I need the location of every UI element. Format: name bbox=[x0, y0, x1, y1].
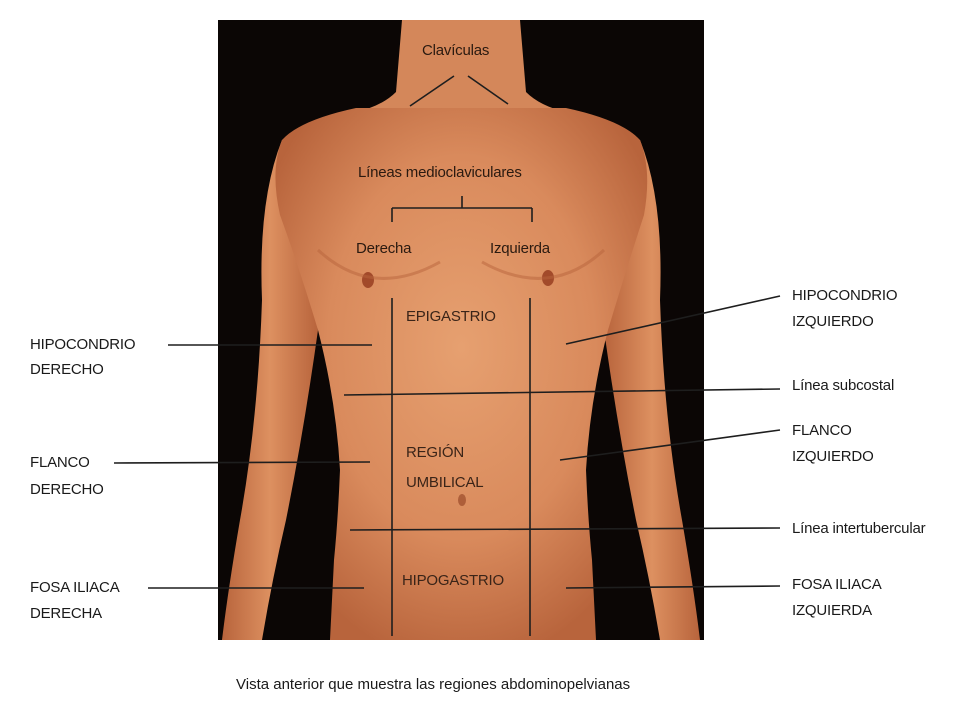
intertubercular-line bbox=[349, 527, 781, 531]
navel bbox=[458, 494, 466, 506]
label-linea-intertubercular: Línea intertubercular bbox=[792, 520, 926, 537]
neck bbox=[356, 20, 566, 112]
pointer-fosa-iliaca-izquierda bbox=[565, 585, 781, 589]
clavicle-pointer-right bbox=[409, 75, 455, 107]
subcostal-line bbox=[343, 388, 781, 396]
label-hipocondrio-derecho-2: DERECHO bbox=[30, 361, 104, 378]
label-fosa-iliaca-derecha-1: FOSA ILIACA bbox=[30, 579, 120, 596]
label-hipocondrio-izquierdo-1: HIPOCONDRIO bbox=[792, 287, 898, 304]
clavicle-pointer-left bbox=[467, 75, 509, 105]
label-fosa-iliaca-izquierda-2: IZQUIERDA bbox=[792, 602, 872, 619]
pointer-hipocondrio-izquierdo bbox=[565, 295, 781, 345]
label-region-umbilical-1: REGIÓN bbox=[406, 444, 464, 461]
label-lineas-medioclaviculares: Líneas medioclaviculares bbox=[358, 164, 522, 181]
label-hipogastrio: HIPOGASTRIO bbox=[402, 572, 504, 589]
label-flanco-derecho-2: DERECHO bbox=[30, 481, 104, 498]
label-flanco-izquierdo-2: IZQUIERDO bbox=[792, 448, 874, 465]
right-arm bbox=[222, 140, 318, 640]
label-hipocondrio-derecho-1: HIPOCONDRIO bbox=[30, 336, 136, 353]
label-derecha: Derecha bbox=[356, 240, 412, 257]
pointer-flanco-izquierdo bbox=[559, 429, 781, 461]
label-linea-subcostal: Línea subcostal bbox=[792, 377, 895, 394]
label-region-umbilical-2: UMBILICAL bbox=[406, 474, 484, 491]
label-hipocondrio-izquierdo-2: IZQUIERDO bbox=[792, 313, 874, 330]
label-flanco-derecho-1: FLANCO bbox=[30, 454, 90, 471]
label-claviculas: Clavículas bbox=[422, 42, 490, 59]
label-fosa-iliaca-izquierda-1: FOSA ILIACA bbox=[792, 576, 882, 593]
label-flanco-izquierdo-1: FLANCO bbox=[792, 422, 852, 439]
figure-caption: Vista anterior que muestra las regiones … bbox=[236, 676, 631, 693]
pointer-flanco-derecho bbox=[113, 461, 371, 464]
right-nipple bbox=[362, 272, 374, 288]
torso bbox=[275, 108, 648, 640]
label-izquierda: Izquierda bbox=[490, 240, 550, 257]
label-epigastrio: EPIGASTRIO bbox=[406, 308, 496, 325]
label-fosa-iliaca-derecha-2: DERECHA bbox=[30, 605, 102, 622]
